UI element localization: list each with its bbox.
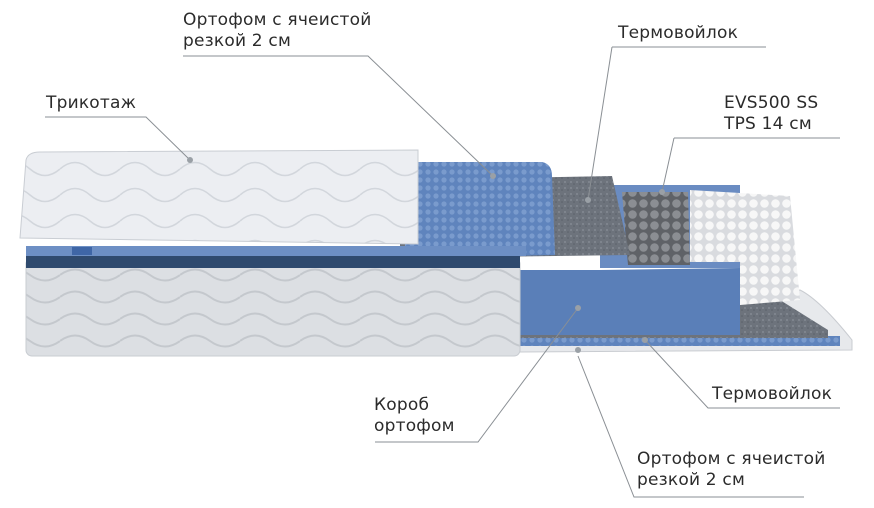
label-springs: EVS500 SS TPS 14 см: [724, 93, 818, 135]
knit-cover: [19, 149, 419, 245]
label-line: Трикотаж: [46, 93, 137, 113]
label-line: EVS500 SS: [724, 93, 819, 113]
label-felt-top: Термовойлок: [618, 23, 738, 44]
label-line: Термовойлок: [712, 384, 833, 404]
label-line: резкой 2 см: [183, 31, 292, 51]
label-knit: Трикотаж: [46, 93, 136, 114]
label-line: Ортофом с ячеистой: [637, 449, 826, 469]
brand-tag: [72, 247, 92, 255]
springs-grey: [622, 192, 690, 265]
box-foam-layer: [520, 268, 740, 335]
label-top-foam: Ортофом с ячеистой резкой 2 см: [183, 10, 371, 52]
label-felt-bottom: Термовойлок: [712, 384, 832, 405]
label-line: Короб: [374, 395, 430, 415]
label-line: TPS 14 см: [724, 114, 812, 134]
label-line: резкой 2 см: [637, 470, 746, 490]
leader-dots: [187, 157, 665, 353]
label-line: ортофом: [374, 416, 455, 436]
bottom-foam-layer: [520, 336, 840, 346]
top-foam-layer: [405, 162, 555, 258]
label-line: Ортофом с ячеистой: [183, 10, 372, 30]
leader-lines: [45, 46, 840, 498]
label-bottom-foam: Ортофом с ячеистой резкой 2 см: [637, 449, 825, 491]
label-box-foam: Короб ортофом: [374, 395, 455, 437]
label-line: Термовойлок: [618, 23, 739, 43]
springs-white: [690, 190, 800, 305]
mattress-body: [25, 257, 521, 357]
